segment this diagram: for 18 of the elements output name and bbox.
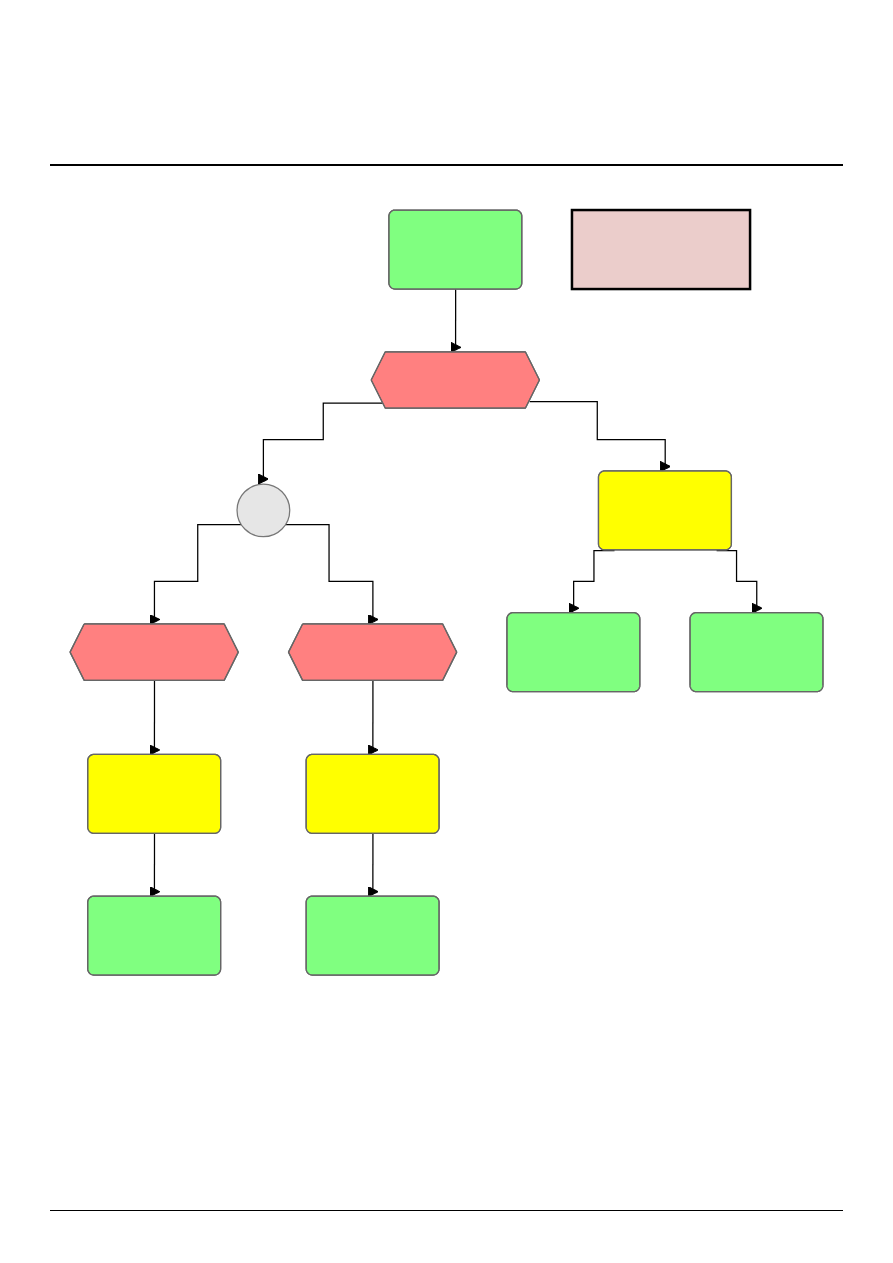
rounded-box xyxy=(87,753,222,834)
rounded-box xyxy=(689,612,824,693)
connector-circle xyxy=(236,483,291,538)
rounded-box xyxy=(388,209,523,290)
rounded-box xyxy=(305,895,440,976)
arrow xyxy=(367,833,379,898)
rounded-box xyxy=(305,753,440,834)
hexagon-shape xyxy=(370,351,541,409)
arrow xyxy=(367,680,379,756)
rounded-box xyxy=(87,895,222,976)
rounded-box xyxy=(506,612,641,693)
note-rectangle xyxy=(570,208,752,291)
arrow xyxy=(450,289,462,353)
rounded-box xyxy=(597,470,733,551)
arrow xyxy=(149,680,161,756)
hexagon-shape xyxy=(287,623,458,681)
hexagon-shape xyxy=(69,623,239,681)
arrow xyxy=(149,833,161,898)
